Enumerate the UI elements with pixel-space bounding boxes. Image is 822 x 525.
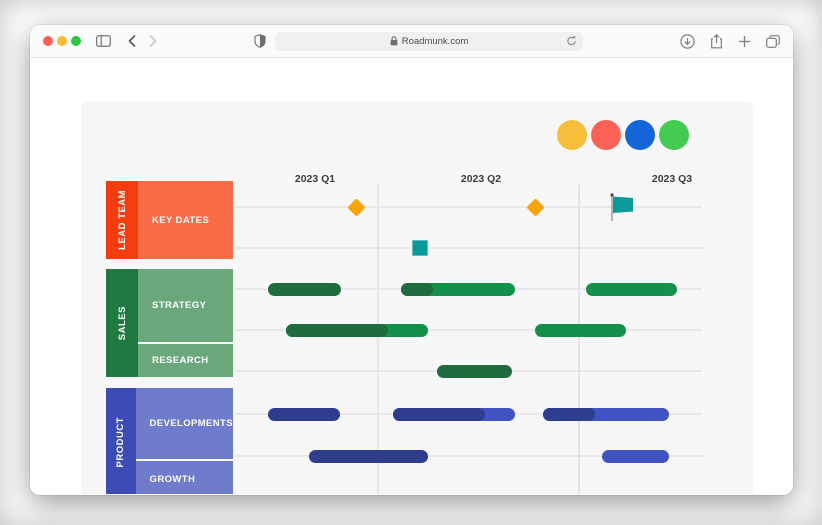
roadmap-bar-growth[interactable]: [309, 449, 428, 463]
tab-overview-icon[interactable]: [766, 34, 780, 48]
roadmap-card: 2023 Q1 2023 Q2 2023 Q3 LEAD TEAM KEY DA…: [81, 101, 753, 494]
milestone-diamond-icon[interactable]: [346, 197, 366, 217]
traffic-lights: [43, 36, 81, 46]
roadmap-bar-developments[interactable]: [543, 407, 669, 421]
minimize-window-button[interactable]: [57, 36, 67, 46]
row-label-research[interactable]: RESEARCH: [152, 355, 209, 366]
roadmap-bar-strategy[interactable]: [286, 323, 428, 337]
gridline-horizontal: [235, 455, 702, 457]
close-window-button[interactable]: [43, 36, 53, 46]
roadmap-bar-developments[interactable]: [393, 407, 515, 421]
browser-toolbar: Roadmunk.com: [30, 25, 793, 58]
gridline-horizontal: [235, 206, 702, 208]
row-separator: [135, 459, 233, 461]
row-label-growth[interactable]: GROWTH: [149, 473, 196, 485]
share-icon[interactable]: [710, 33, 723, 49]
bar-progress-segment: [286, 323, 388, 337]
legend: [557, 120, 689, 150]
quarter-header-q1: 2023 Q1: [294, 173, 336, 185]
group-sales-strip[interactable]: SALES: [106, 269, 138, 377]
row-label-developments[interactable]: DEVELOPMENTS: [149, 418, 233, 429]
privacy-shield-icon[interactable]: [254, 34, 266, 48]
group-lead-team-strip[interactable]: LEAD TEAM: [106, 181, 138, 259]
forward-button-icon[interactable]: [149, 35, 157, 47]
bar-progress-segment: [393, 407, 485, 421]
milestone-flag-icon[interactable]: [610, 193, 636, 223]
gridline-horizontal: [235, 247, 702, 249]
legend-circle-yellow[interactable]: [557, 120, 587, 150]
quarter-header-q3: 2023 Q3: [651, 173, 693, 185]
zoom-window-button[interactable]: [71, 36, 81, 46]
lock-icon: [390, 36, 398, 46]
milestone-diamond-icon[interactable]: [525, 197, 545, 217]
legend-circle-blue[interactable]: [625, 120, 655, 150]
legend-circle-red[interactable]: [591, 120, 621, 150]
roadmap-bar-strategy[interactable]: [268, 282, 341, 296]
quarter-header-q2: 2023 Q2: [460, 173, 502, 185]
milestone-square-icon[interactable]: [412, 240, 428, 256]
bar-progress-segment: [543, 407, 595, 421]
roadmap-bar-research[interactable]: [437, 364, 512, 378]
back-button-icon[interactable]: [128, 35, 136, 47]
gridline-vertical: [377, 185, 379, 494]
group-sales: SALES STRATEGY RESEARCH: [106, 269, 233, 377]
roadmap-bar-strategy[interactable]: [586, 282, 677, 296]
legend-circle-green[interactable]: [659, 120, 689, 150]
roadmap-bar-growth[interactable]: [602, 449, 669, 463]
page-content: 2023 Q1 2023 Q2 2023 Q3 LEAD TEAM KEY DA…: [30, 58, 793, 494]
gridline-vertical: [578, 185, 580, 494]
sidebar-toggle-icon[interactable]: [96, 35, 111, 47]
new-tab-icon[interactable]: [738, 35, 751, 48]
refresh-icon[interactable]: [566, 35, 577, 47]
roadmap-bar-strategy[interactable]: [535, 323, 626, 337]
address-url: Roadmunk.com: [401, 35, 469, 47]
row-label-key-dates[interactable]: KEY DATES: [152, 214, 210, 226]
address-bar[interactable]: Roadmunk.com: [275, 31, 583, 51]
row-separator: [138, 342, 233, 344]
browser-window: Roadmunk.com 2023 Q1 2023 Q2 2023 Q3: [30, 25, 793, 495]
group-product: PRODUCT DEVELOPMENTS GROWTH: [106, 388, 233, 494]
row-label-strategy[interactable]: STRATEGY: [152, 300, 207, 311]
gridline-horizontal: [235, 329, 702, 331]
group-lead-team: LEAD TEAM KEY DATES: [106, 181, 233, 259]
roadmap-bar-developments[interactable]: [268, 407, 340, 421]
downloads-icon[interactable]: [680, 33, 695, 49]
roadmap-bar-strategy[interactable]: [401, 282, 515, 296]
bar-progress-segment: [401, 282, 433, 296]
group-product-strip[interactable]: PRODUCT: [106, 388, 136, 494]
